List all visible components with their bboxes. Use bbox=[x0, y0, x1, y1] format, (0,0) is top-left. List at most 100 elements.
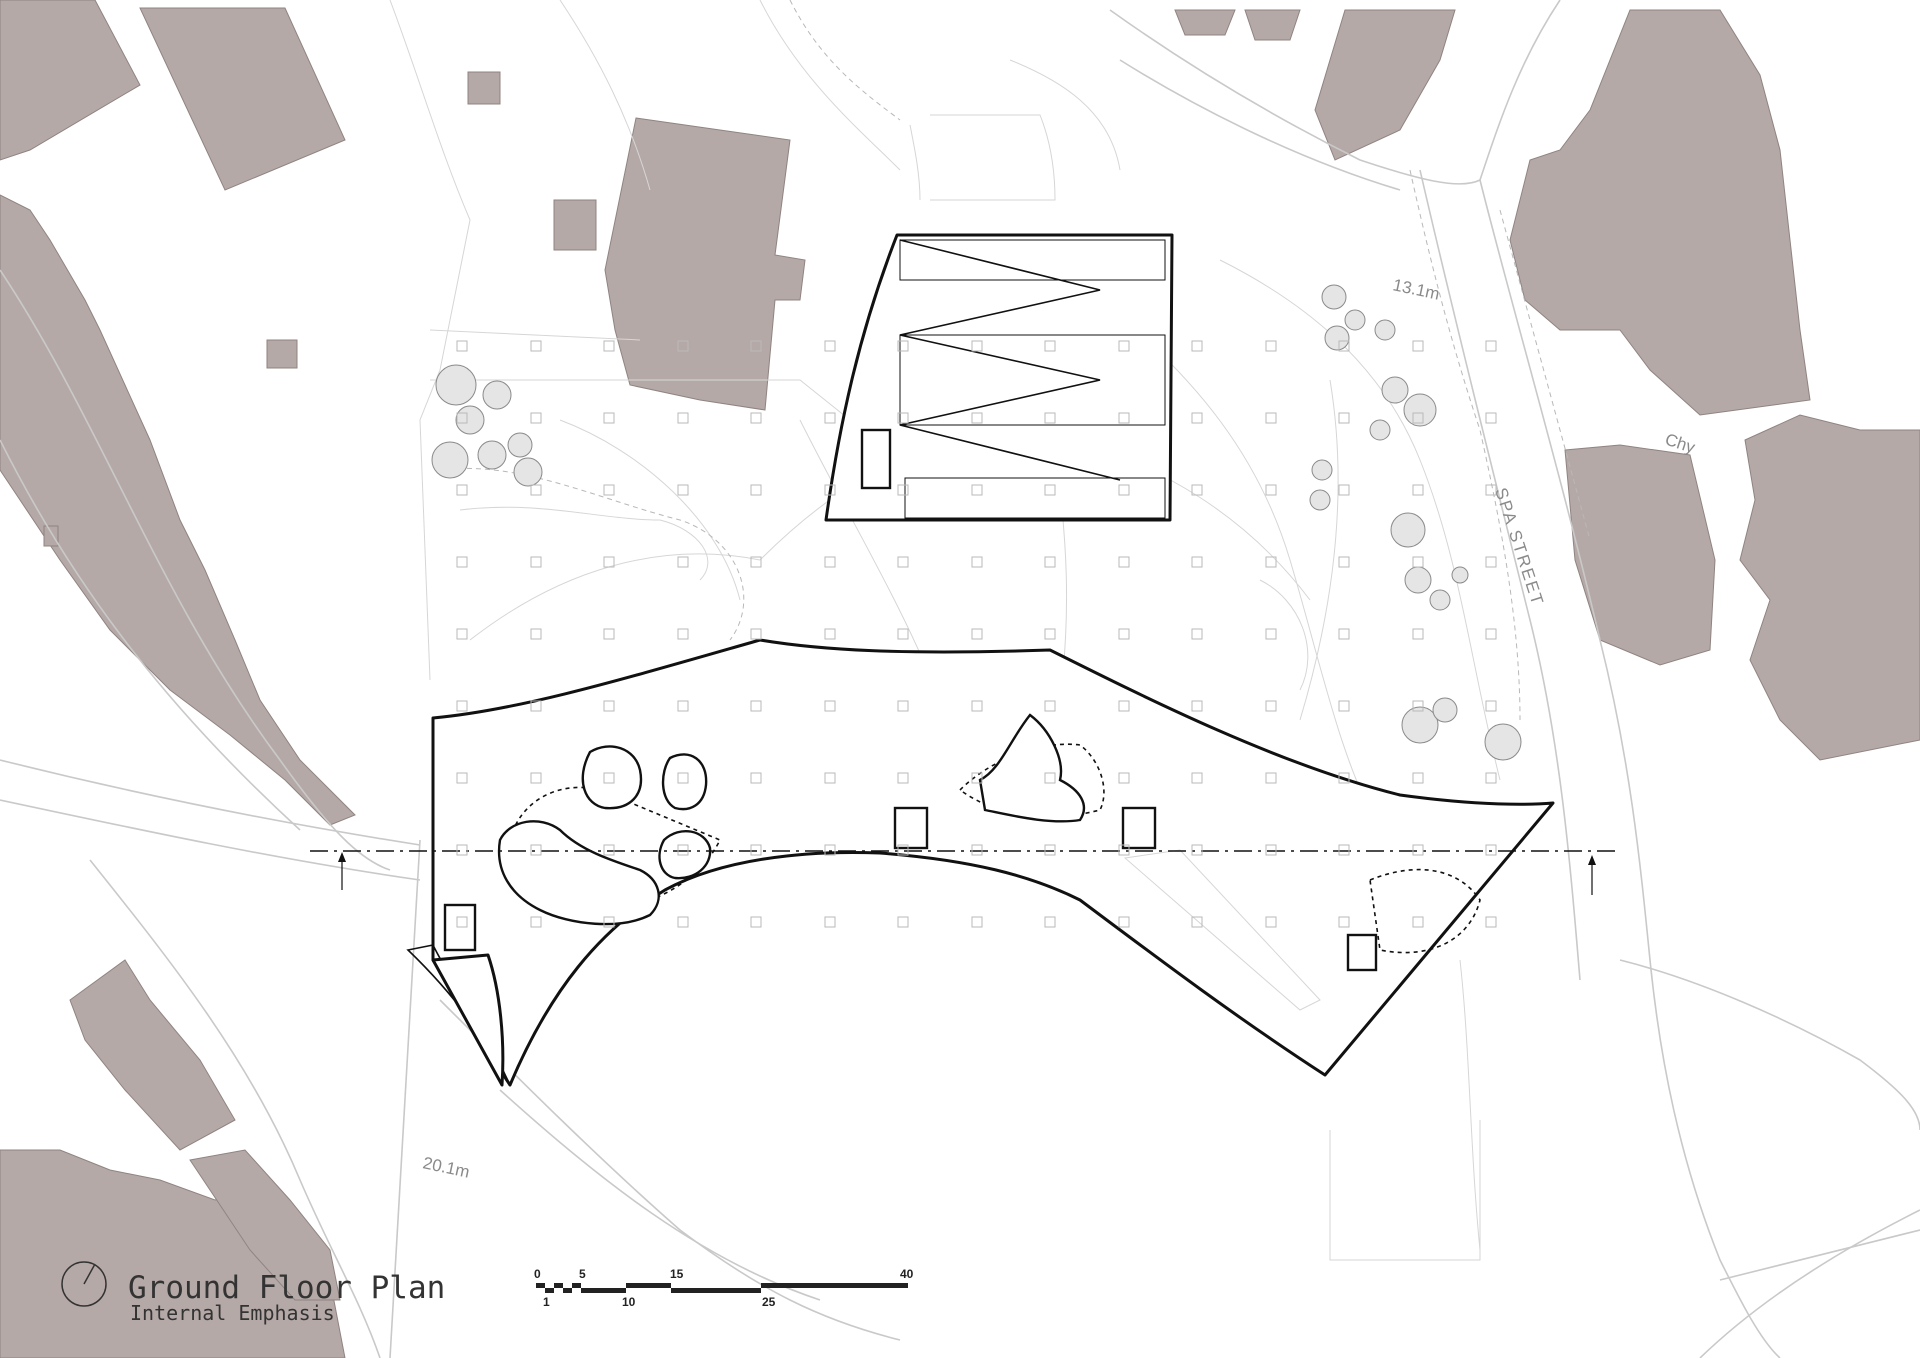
grid-marker bbox=[897, 340, 909, 352]
grid-marker bbox=[750, 628, 762, 640]
grid-marker bbox=[824, 556, 836, 568]
grid-marker bbox=[603, 484, 615, 496]
grid-marker bbox=[1265, 772, 1277, 784]
grid-marker bbox=[1485, 556, 1497, 568]
grid-marker bbox=[824, 484, 836, 496]
main-building-outline bbox=[431, 638, 1555, 1087]
scale-tick-top-3: 40 bbox=[900, 1267, 914, 1281]
street-label: SPA STREET bbox=[1491, 485, 1547, 608]
grid-marker bbox=[750, 412, 762, 424]
grid-marker bbox=[1265, 484, 1277, 496]
grid-marker bbox=[1338, 772, 1350, 784]
grid-marker bbox=[1338, 556, 1350, 568]
grid-marker bbox=[971, 772, 983, 784]
grid-marker bbox=[1118, 772, 1130, 784]
grid-marker bbox=[1412, 844, 1424, 856]
drawing-title: Ground Floor Plan bbox=[128, 1270, 445, 1306]
grid-marker bbox=[456, 340, 468, 352]
grid-marker bbox=[677, 700, 689, 712]
grid-marker bbox=[897, 772, 909, 784]
pod-1 bbox=[581, 745, 643, 810]
grid-marker bbox=[530, 484, 542, 496]
grid-marker bbox=[456, 844, 468, 856]
tree bbox=[431, 441, 469, 479]
level-label-north-east: 13.1m bbox=[1391, 275, 1441, 303]
grid-marker bbox=[1044, 700, 1056, 712]
tree bbox=[1311, 459, 1333, 481]
tree bbox=[1381, 376, 1409, 404]
grid-marker bbox=[530, 556, 542, 568]
tree bbox=[1401, 706, 1439, 744]
grid-marker bbox=[456, 700, 468, 712]
grid-marker bbox=[603, 412, 615, 424]
internal-path-dash-3 bbox=[1369, 868, 1481, 954]
tree bbox=[513, 457, 543, 487]
grid-marker bbox=[1265, 412, 1277, 424]
grid-marker bbox=[1412, 916, 1424, 928]
scale-tick-bottom-2: 25 bbox=[762, 1295, 776, 1309]
grid-marker bbox=[677, 916, 689, 928]
tree bbox=[1321, 284, 1347, 310]
grid-marker bbox=[1118, 628, 1130, 640]
grid-marker bbox=[824, 700, 836, 712]
tree bbox=[1429, 589, 1451, 611]
car-park-block bbox=[824, 233, 1174, 522]
grid-marker bbox=[1412, 628, 1424, 640]
tree bbox=[482, 380, 512, 410]
grid-marker bbox=[1338, 700, 1350, 712]
grid-marker bbox=[1191, 556, 1203, 568]
grid-marker bbox=[530, 340, 542, 352]
building-centre-top-small bbox=[553, 199, 597, 251]
grid-marker bbox=[1191, 484, 1203, 496]
stair-core-southeast bbox=[1346, 933, 1378, 972]
grid-marker bbox=[824, 628, 836, 640]
grid-marker bbox=[1044, 772, 1056, 784]
grid-marker bbox=[897, 700, 909, 712]
tree bbox=[455, 405, 485, 435]
grid-marker bbox=[824, 340, 836, 352]
grid-marker bbox=[1118, 412, 1130, 424]
building-centre-top bbox=[604, 117, 806, 411]
stair-core-centre bbox=[893, 806, 929, 850]
grid-marker bbox=[1191, 916, 1203, 928]
grid-marker bbox=[456, 628, 468, 640]
grid-marker bbox=[971, 484, 983, 496]
grid-marker bbox=[677, 340, 689, 352]
grid-marker bbox=[456, 484, 468, 496]
tree bbox=[1324, 325, 1350, 351]
grid-marker bbox=[1485, 772, 1497, 784]
grid-marker bbox=[530, 916, 542, 928]
grid-marker bbox=[1338, 412, 1350, 424]
grid-marker bbox=[1044, 844, 1056, 856]
tree bbox=[1404, 566, 1432, 594]
grid-marker bbox=[1191, 772, 1203, 784]
stair-core-east bbox=[1121, 806, 1157, 850]
grid-marker bbox=[1044, 484, 1056, 496]
grid-marker bbox=[677, 484, 689, 496]
building-right-large bbox=[1509, 9, 1811, 416]
scale-tick-bottom-1: 10 bbox=[622, 1295, 636, 1309]
grid-marker bbox=[456, 412, 468, 424]
grid-marker bbox=[1118, 916, 1130, 928]
grid-marker bbox=[1265, 556, 1277, 568]
grid-marker bbox=[750, 916, 762, 928]
grid-marker bbox=[530, 700, 542, 712]
grid-marker bbox=[897, 628, 909, 640]
grid-markers bbox=[456, 340, 1497, 928]
grid-marker bbox=[1265, 916, 1277, 928]
building-top-right-3 bbox=[1314, 9, 1456, 161]
tree bbox=[1374, 319, 1396, 341]
grid-marker bbox=[897, 844, 909, 856]
grid-marker bbox=[603, 556, 615, 568]
grid-marker bbox=[1044, 412, 1056, 424]
grid-marker bbox=[971, 628, 983, 640]
grid-marker bbox=[456, 556, 468, 568]
pod-cluster-east bbox=[978, 713, 1086, 823]
grid-marker bbox=[456, 916, 468, 928]
grid-marker bbox=[750, 340, 762, 352]
grid-marker bbox=[971, 556, 983, 568]
grid-marker bbox=[897, 916, 909, 928]
grid-marker bbox=[1118, 700, 1130, 712]
grid-marker bbox=[1118, 340, 1130, 352]
grid-marker bbox=[1338, 916, 1350, 928]
